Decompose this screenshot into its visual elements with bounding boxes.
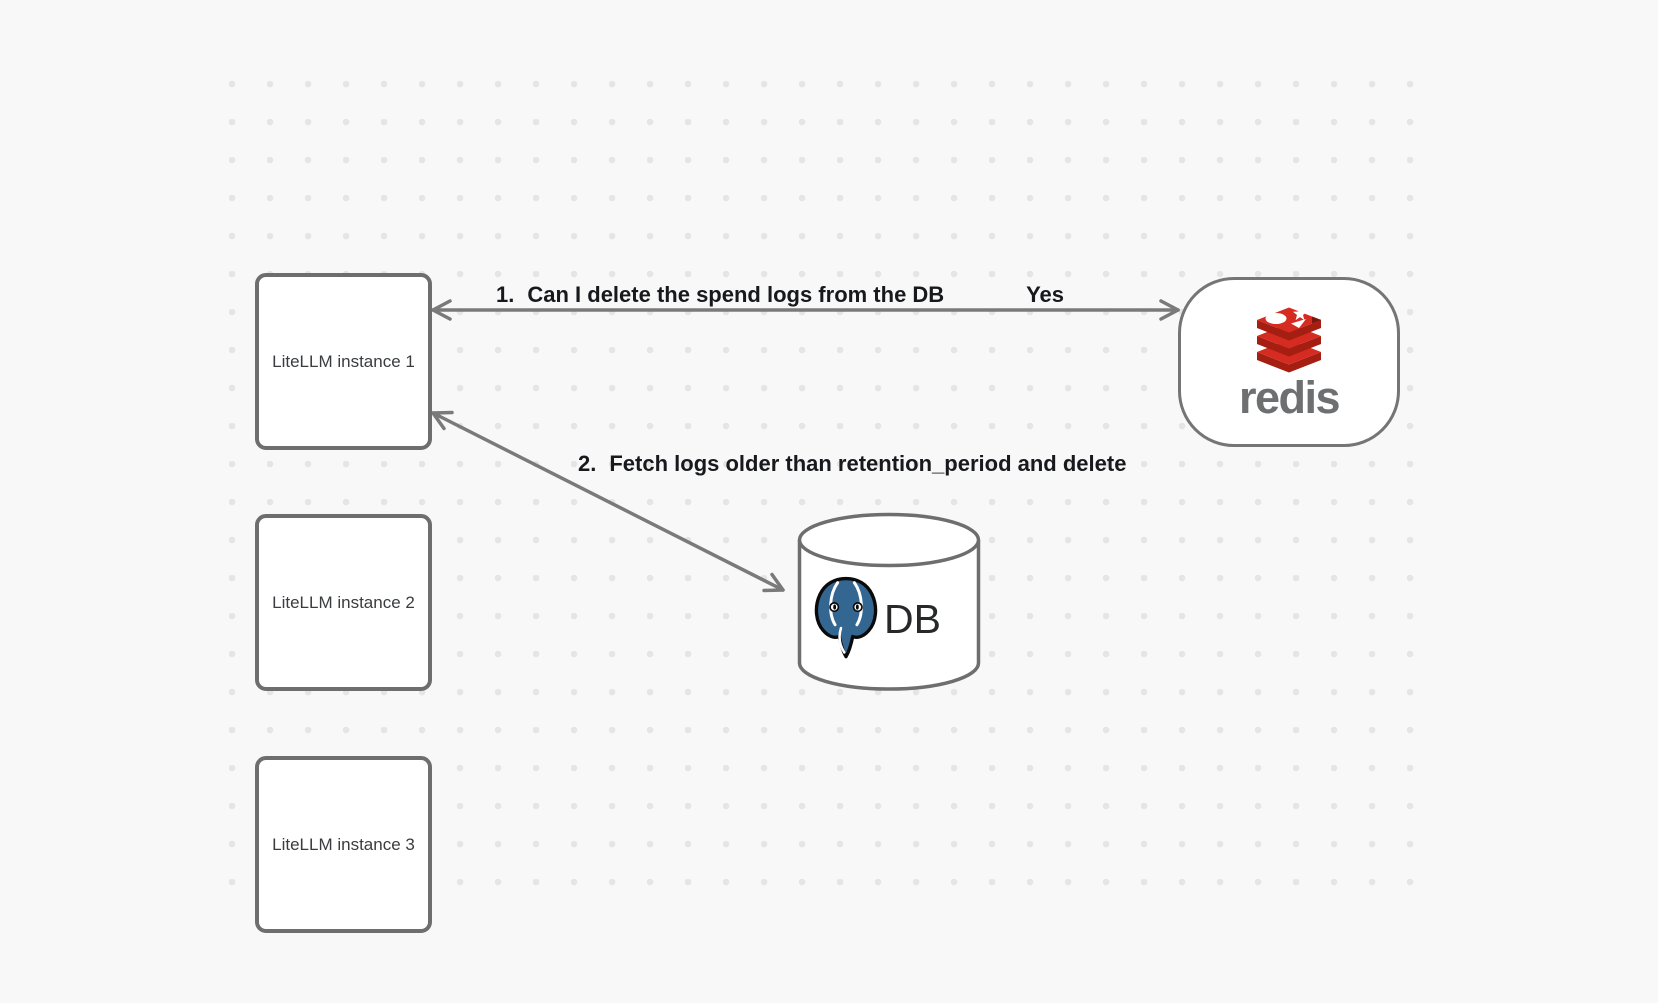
redis-wordmark: redis [1238, 371, 1341, 423]
node-label: LiteLLM instance 1 [272, 351, 415, 371]
arrowhead-left [431, 299, 452, 321]
arrow-instance1-to-db[interactable] [431, 410, 785, 593]
annotation-2-text: Fetch logs older than retention_period a… [609, 451, 1127, 476]
annotation-1-number: 1. [496, 282, 515, 307]
arrow-redis-to-instance1[interactable] [431, 299, 1180, 321]
annotation-arrow1: 1. Can I delete the spend logs from the … [496, 281, 1064, 309]
annotation-1-response: Yes [1026, 282, 1064, 307]
node-litellm-instance-3[interactable]: LiteLLM instance 3 [255, 756, 432, 933]
node-litellm-instance-2[interactable]: LiteLLM instance 2 [255, 514, 432, 691]
annotation-arrow2: 2. Fetch logs older than retention_perio… [578, 450, 1126, 478]
node-litellm-instance-1[interactable]: LiteLLM instance 1 [255, 273, 432, 450]
redis-logo-icon [1257, 306, 1322, 372]
annotation-1-text: Can I delete the spend logs from the DB [527, 282, 945, 307]
arrowhead-lower [762, 572, 785, 593]
postgresql-logo-icon [814, 576, 878, 659]
db-node-label: DB [884, 596, 941, 642]
arrowhead-upper [431, 410, 454, 431]
annotation-2-number: 2. [578, 451, 597, 476]
dot-grid-background [229, 81, 1417, 889]
node-redis[interactable]: redis [1178, 277, 1400, 447]
arrowhead-right [1159, 299, 1180, 321]
node-label: LiteLLM instance 3 [272, 834, 415, 854]
node-label: LiteLLM instance 2 [272, 592, 415, 612]
